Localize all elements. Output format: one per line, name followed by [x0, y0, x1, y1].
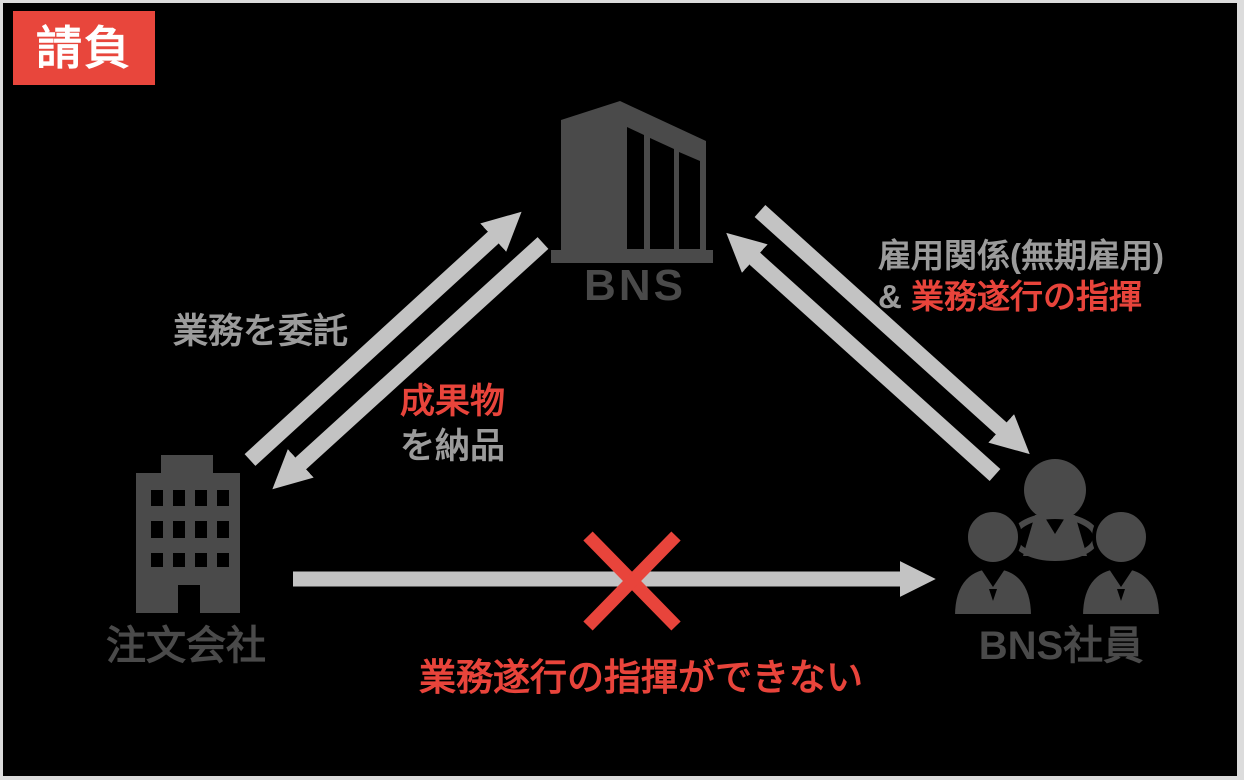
bns-node-label: BNS [584, 261, 686, 310]
outsource-edge-label: 業務を委託 [173, 312, 349, 351]
client-node-label: 注文会社 [106, 624, 266, 668]
arrow-bns-to-client-icon [272, 237, 549, 490]
arrow-client-to-bns-icon [244, 211, 522, 466]
deliver-edge-label-red: 成果物 [400, 382, 506, 421]
person-right-icon [1078, 508, 1164, 618]
employment-edge-label-line1: 雇用関係(無期雇用) [878, 237, 1164, 274]
deliver-edge-label-gray: を納品 [400, 427, 506, 466]
employment-edge-ampersand: & [878, 278, 902, 315]
contract-type-badge: 請負 [13, 11, 155, 85]
person-left-icon [950, 508, 1036, 618]
arrow-employees-to-bns-icon [726, 232, 1001, 481]
employment-edge-label: 雇用関係(無期雇用) & 業務遂行の指揮 [878, 235, 1164, 317]
employees-node-label: BNS社員 [978, 624, 1144, 668]
employees-group-icon [950, 459, 1164, 618]
cross-icon [583, 531, 681, 631]
employment-edge-label-line2: & 業務遂行の指揮 [878, 276, 1164, 317]
client-building-icon [136, 455, 240, 613]
badge-label: 請負 [36, 22, 132, 74]
deliver-edge-label: 成果物 を納品 [400, 379, 505, 469]
person-center-icon [1011, 459, 1099, 561]
employment-edge-label-red: 業務遂行の指揮 [911, 278, 1143, 315]
no-direction-caption: 業務遂行の指揮ができない [419, 657, 863, 698]
arrow-bns-to-employees-icon [754, 205, 1030, 455]
arrows-overlay [244, 205, 1030, 631]
bns-building-icon [551, 101, 713, 263]
